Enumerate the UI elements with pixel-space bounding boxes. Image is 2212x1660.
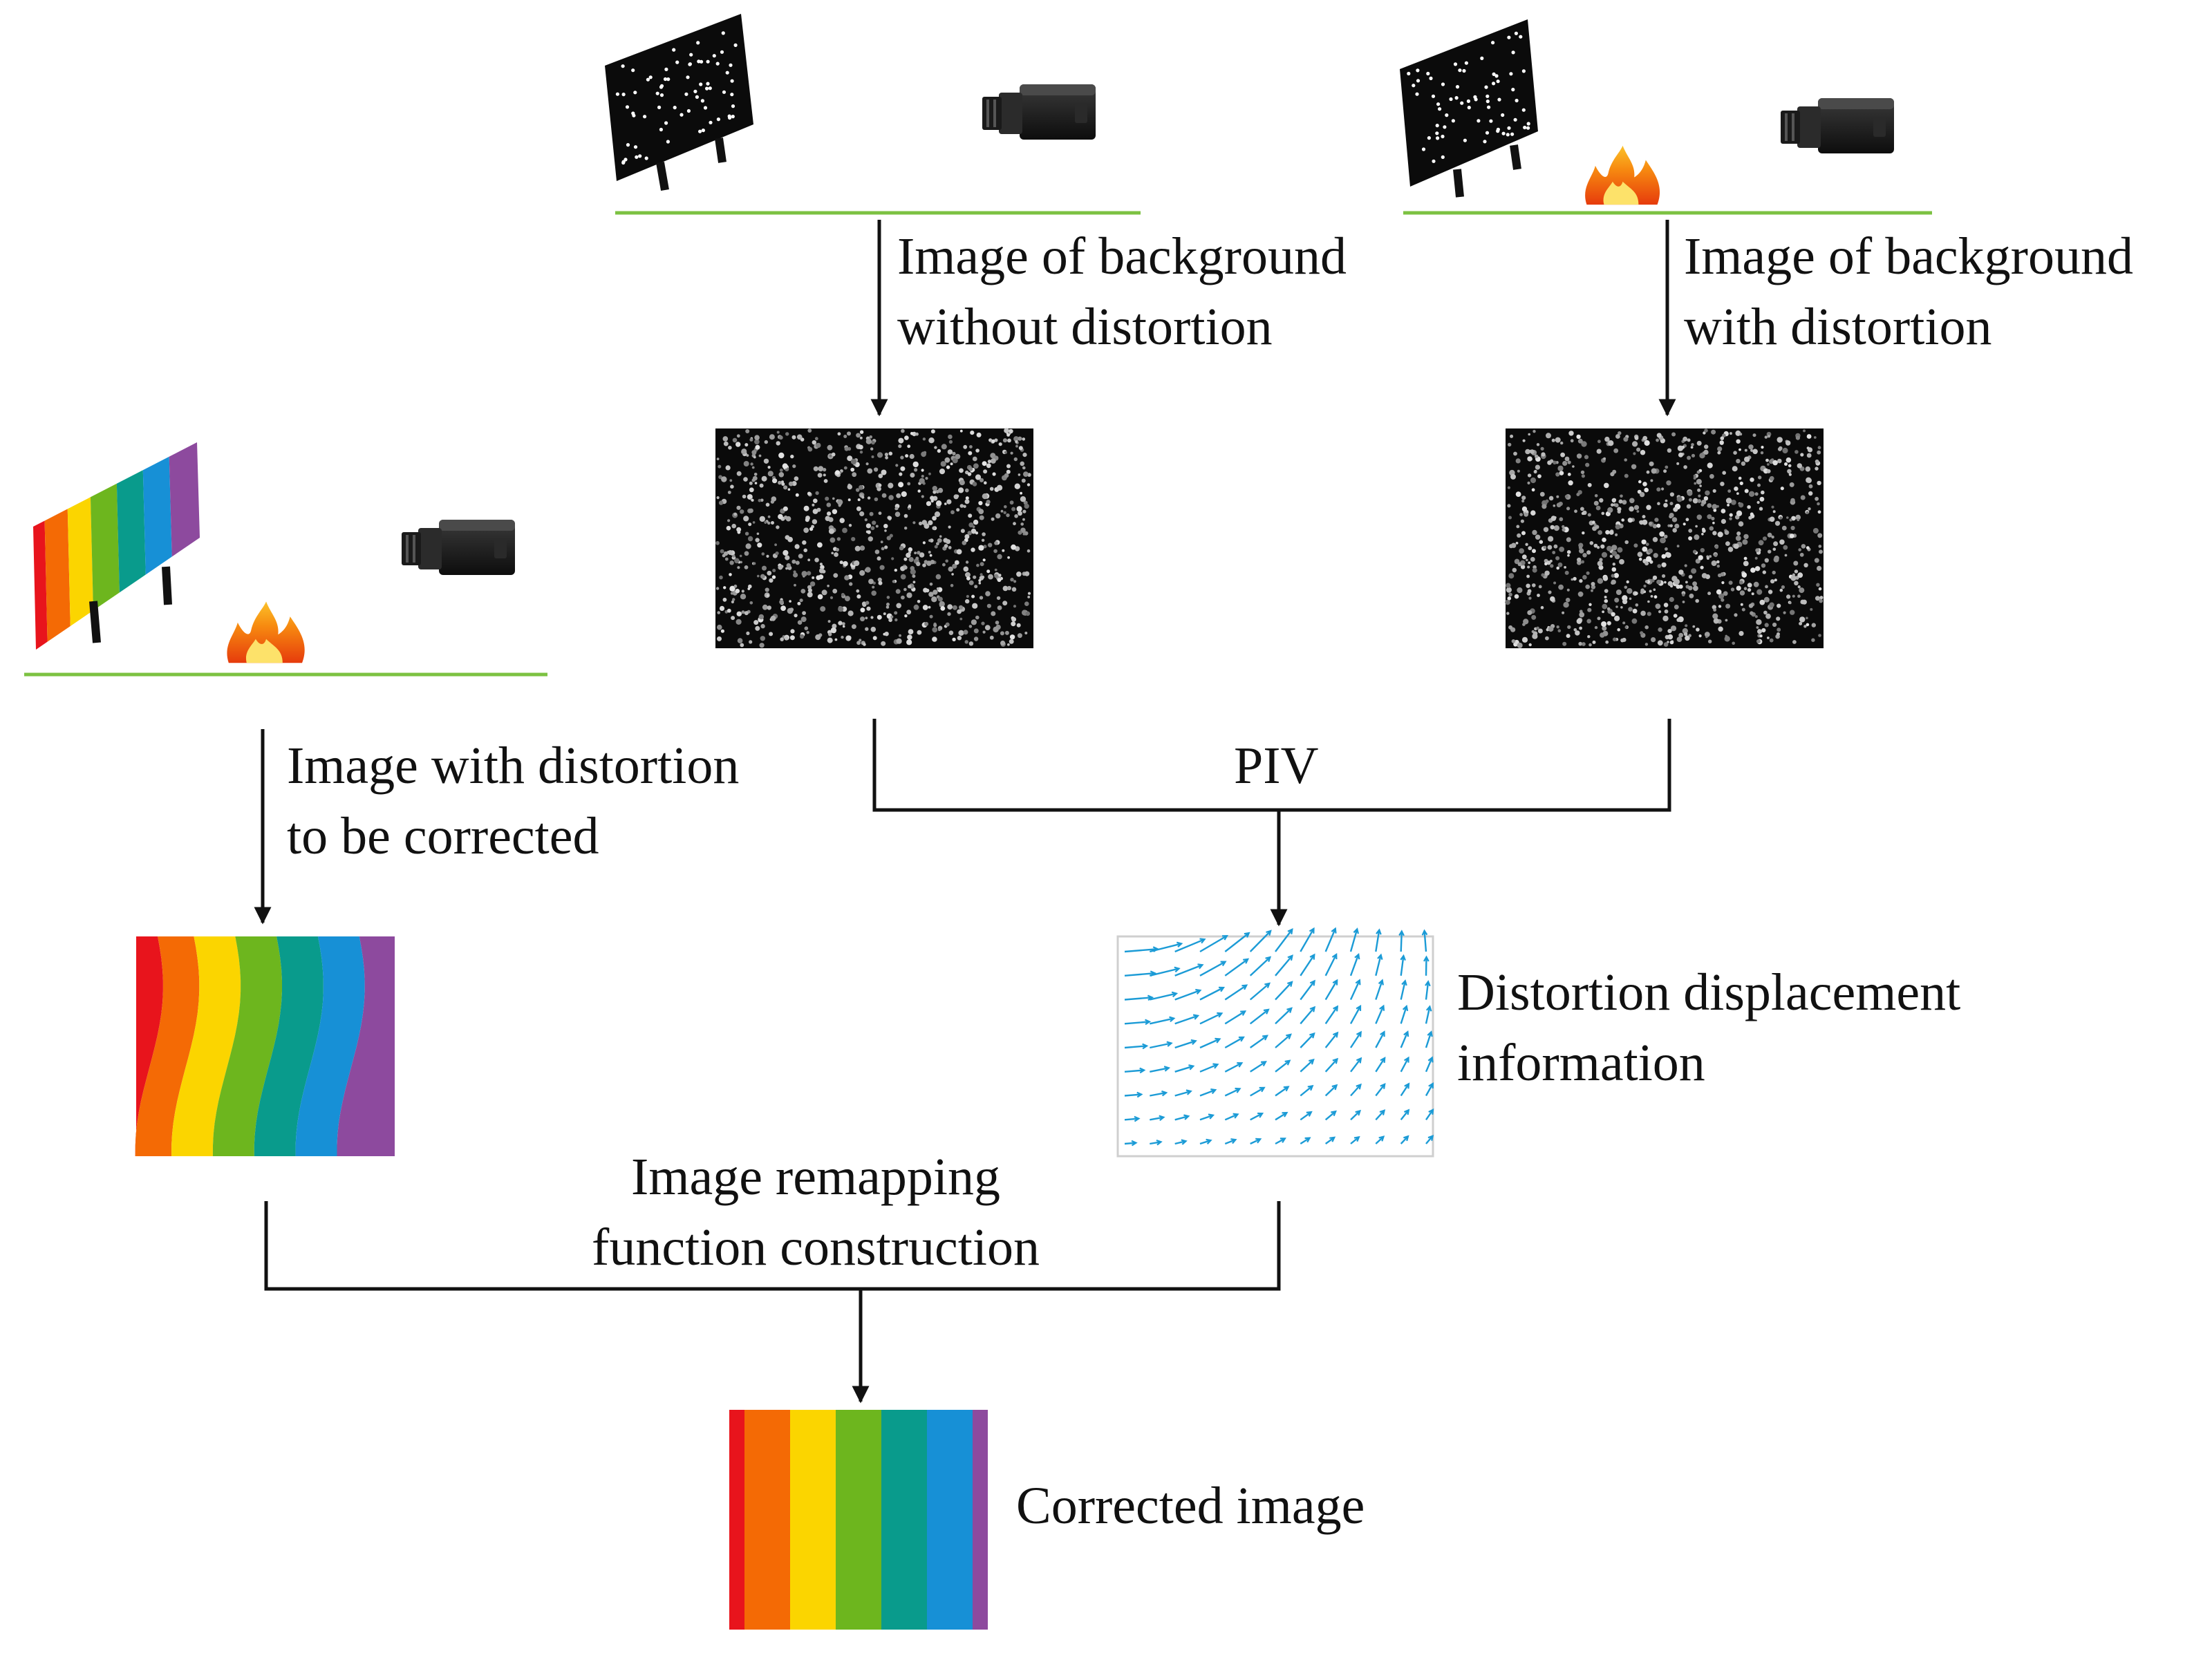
- label-line: PIV: [1234, 737, 1319, 795]
- label-piv: PIV: [1234, 730, 1318, 801]
- label-line: information: [1457, 1034, 1705, 1092]
- camera-icon: [402, 520, 515, 575]
- label-line: to be corrected: [287, 807, 599, 865]
- speckle-image-with-distortion: [1505, 428, 1824, 648]
- setup-with-distortion: [1400, 19, 1894, 205]
- label-background-with-distortion: Image of background with distortion: [1684, 221, 2133, 362]
- ground-lines: [24, 211, 1932, 677]
- label-corrected-image: Corrected image: [1016, 1471, 1365, 1541]
- label-line: function construction: [592, 1218, 1040, 1276]
- label-background-without-distortion: Image of background without distortion: [897, 221, 1347, 362]
- piv-bracket: [872, 719, 1671, 812]
- setup-rainbow: [33, 442, 515, 663]
- label-distortion-displacement: Distortion displacement information: [1457, 957, 1960, 1098]
- vector-field-image: [1116, 927, 1434, 1158]
- label-line: without distortion: [897, 298, 1273, 356]
- flame-icon: [227, 601, 305, 663]
- label-line: with distortion: [1684, 298, 1992, 356]
- label-line: Image with distortion: [287, 737, 740, 795]
- label-line: Corrected image: [1016, 1477, 1365, 1535]
- rainbow-board-icon: [33, 442, 200, 650]
- label-line: Distortion displacement: [1457, 963, 1961, 1021]
- distorted-image: [135, 936, 395, 1156]
- flame-icon: [1585, 145, 1660, 205]
- label-image-with-distortion: Image with distortion to be corrected: [287, 730, 739, 871]
- label-line: Image of background: [897, 227, 1347, 285]
- label-line: Image remapping: [631, 1148, 1000, 1206]
- label-image-remapping: Image remapping function construction: [560, 1142, 1071, 1283]
- corrected-image: [729, 1410, 988, 1630]
- label-line: Image of background: [1684, 227, 2133, 285]
- setup-without-distortion: [605, 14, 1096, 191]
- camera-icon: [982, 84, 1096, 140]
- dot-pattern-board-icon: [605, 14, 753, 191]
- speckle-image-without-distortion: [715, 428, 1033, 648]
- dot-pattern-board-icon: [1400, 19, 1538, 198]
- flow-connectors: [254, 220, 1676, 1404]
- remapping-bracket: [264, 1201, 1281, 1291]
- camera-icon: [1781, 98, 1894, 153]
